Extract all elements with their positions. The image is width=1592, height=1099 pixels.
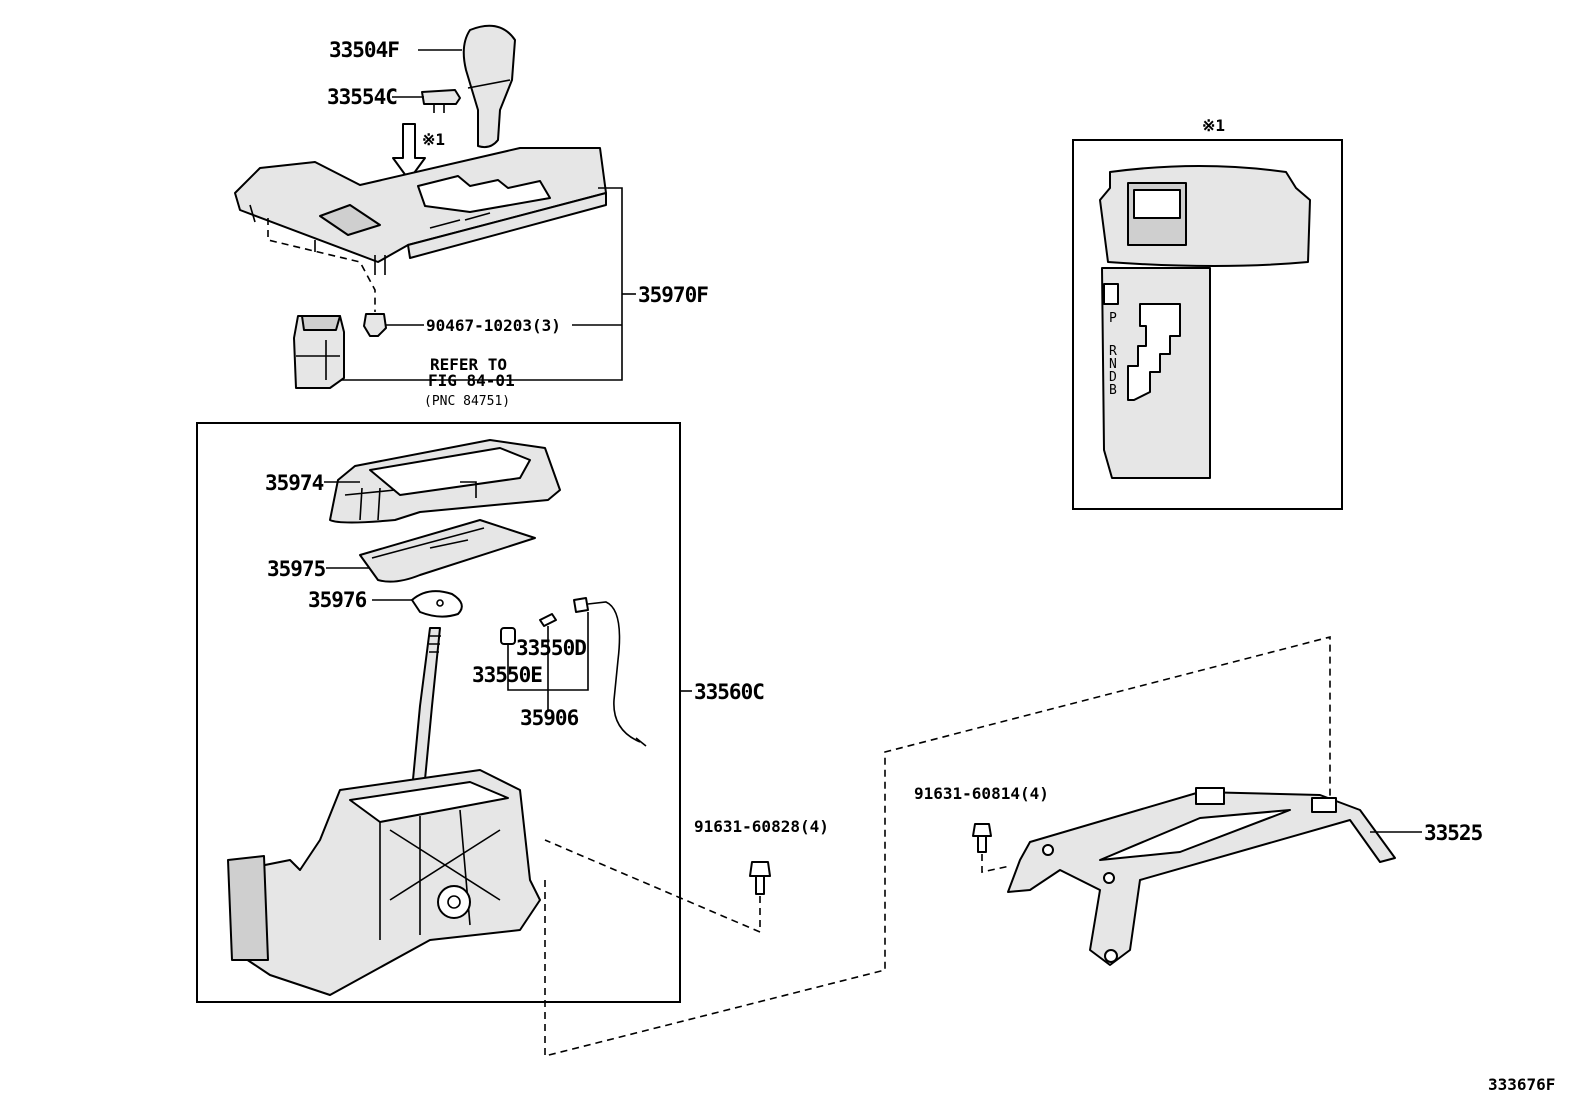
label-knob[interactable]: 33504F bbox=[329, 38, 400, 62]
slide-plate-icon bbox=[359, 519, 536, 583]
label-refer-3[interactable]: (PNC 84751) bbox=[424, 394, 510, 409]
bracket-icon bbox=[1007, 787, 1396, 966]
detail-mark-r: R bbox=[1109, 344, 1117, 359]
knob-insert-icon bbox=[421, 89, 461, 113]
shift-bezel-icon bbox=[234, 147, 607, 275]
indicator-housing-icon bbox=[329, 439, 561, 524]
label-bezel-assy[interactable]: 35970F bbox=[638, 283, 709, 307]
bolt-icon bbox=[749, 861, 771, 895]
detail-mark-p: P bbox=[1109, 311, 1117, 326]
detail-mark-b: B bbox=[1109, 383, 1117, 398]
switch-icon bbox=[293, 315, 345, 389]
label-indicator[interactable]: 35974 bbox=[265, 471, 325, 495]
plate-icon bbox=[411, 590, 463, 618]
label-refer-2[interactable]: FIG 84-01 bbox=[428, 371, 515, 390]
ref-mark[interactable]: ※1 bbox=[422, 130, 445, 149]
label-shift-lever-assy[interactable]: 33560C bbox=[694, 680, 765, 704]
label-refer-1[interactable]: REFER TO bbox=[430, 355, 507, 374]
detail-mark-n: N bbox=[1109, 357, 1117, 372]
figure-id: 333676F bbox=[1488, 1075, 1555, 1094]
clip-icon bbox=[363, 313, 387, 337]
label-bolt-bracket[interactable]: 91631-60814(4) bbox=[914, 784, 1049, 803]
detail-mark-d: D bbox=[1109, 370, 1117, 385]
arrow-down-icon bbox=[392, 123, 426, 181]
shift-knob-icon bbox=[462, 24, 516, 149]
label-bulb-e[interactable]: 33550E bbox=[472, 663, 543, 687]
detail-title[interactable]: ※1 bbox=[1202, 116, 1225, 135]
label-slide-plate[interactable]: 35975 bbox=[267, 557, 327, 581]
label-knob-insert[interactable]: 33554C bbox=[327, 85, 398, 109]
label-plate[interactable]: 35976 bbox=[308, 588, 368, 612]
label-screw[interactable]: 90467-10203(3) bbox=[426, 316, 561, 335]
label-bulb-d[interactable]: 33550D bbox=[516, 636, 587, 660]
detail-bezel-icon bbox=[1099, 165, 1311, 479]
detail-frame bbox=[1072, 139, 1343, 510]
lever-assy-frame bbox=[196, 422, 681, 1003]
label-bolt-lever[interactable]: 91631-60828(4) bbox=[694, 817, 829, 836]
shift-rod-icon bbox=[411, 627, 441, 791]
harness-icon bbox=[573, 597, 647, 747]
shift-lever-housing-icon bbox=[227, 769, 541, 996]
bolt-icon bbox=[972, 823, 992, 853]
label-harness[interactable]: 35906 bbox=[520, 706, 580, 730]
label-bracket[interactable]: 33525 bbox=[1424, 821, 1484, 845]
